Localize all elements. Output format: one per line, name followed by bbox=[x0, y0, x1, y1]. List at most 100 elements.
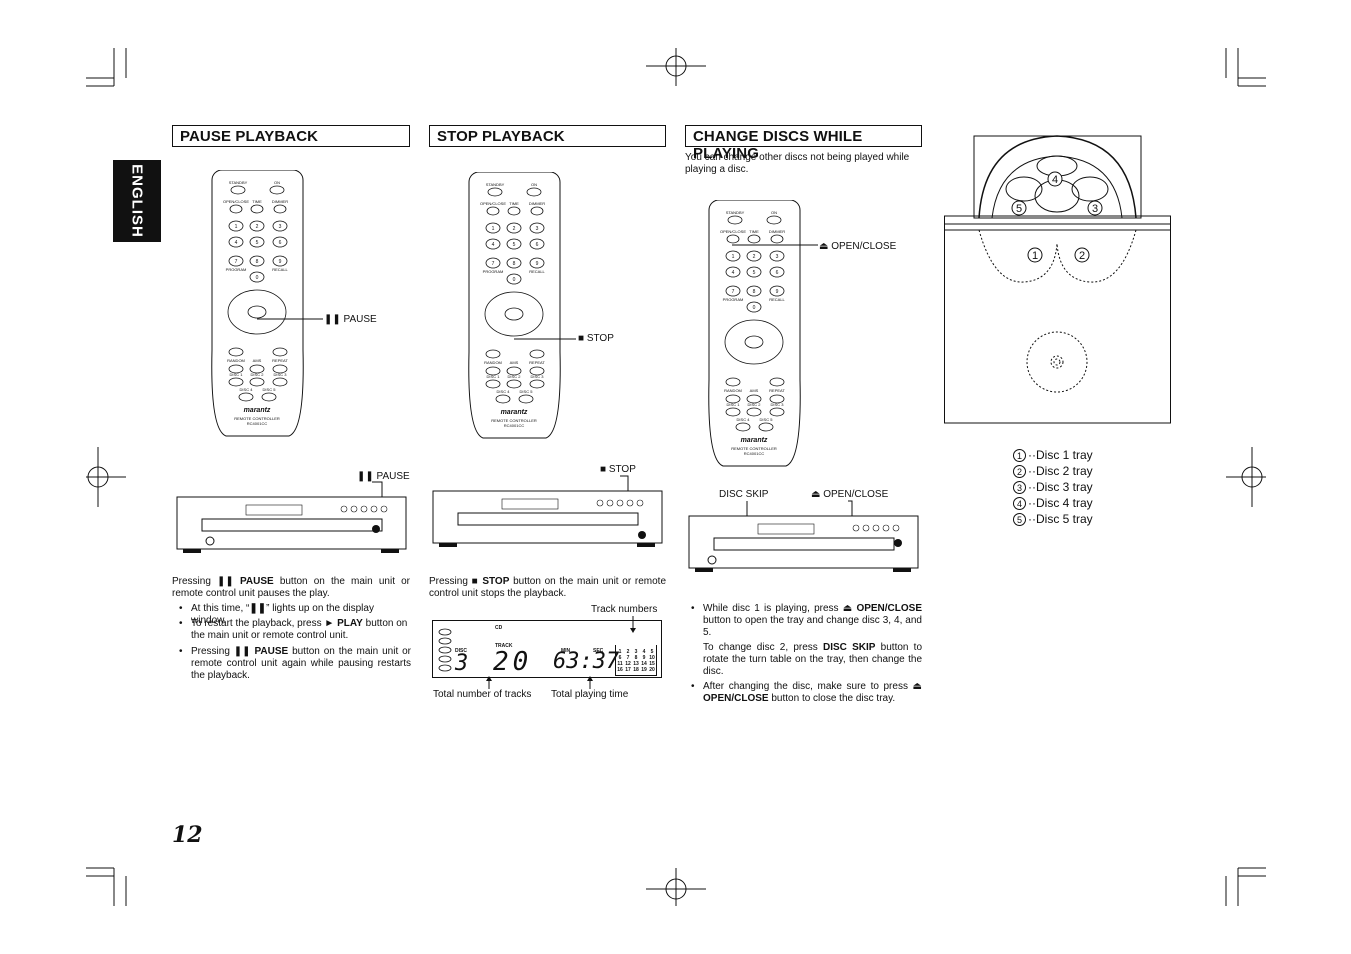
recall-label: RECALL bbox=[272, 267, 288, 272]
track-grid-number: 1 bbox=[618, 649, 622, 655]
svg-text:0: 0 bbox=[513, 277, 516, 283]
random-label: RANDOM bbox=[227, 358, 245, 363]
pause-bullet-3: •Pressing ❚❚ PAUSE button on the main un… bbox=[179, 646, 411, 681]
svg-text:DISC 5: DISC 5 bbox=[760, 417, 774, 422]
svg-text:3: 3 bbox=[1092, 203, 1098, 215]
track-grid-number: 16 bbox=[617, 667, 623, 673]
language-tab-label: ENGLISH bbox=[128, 164, 146, 238]
svg-text:marantz: marantz bbox=[501, 409, 528, 416]
dimmer-label: DIMMER bbox=[272, 199, 288, 204]
stop-section-title: STOP PLAYBACK bbox=[437, 128, 565, 145]
svg-text:1: 1 bbox=[1032, 250, 1038, 262]
svg-text:DISC 5: DISC 5 bbox=[520, 389, 534, 394]
svg-text:4: 4 bbox=[492, 242, 495, 248]
svg-text:PROGRAM: PROGRAM bbox=[723, 297, 744, 302]
pause-unit-callout: ❚❚ PAUSE bbox=[357, 471, 410, 482]
track-grid-number: 8 bbox=[634, 655, 638, 661]
tray-marker-4: 4 bbox=[1047, 171, 1063, 187]
disc2-label: DISC 2 bbox=[251, 372, 265, 377]
track-grid-number: 7 bbox=[626, 655, 630, 661]
tray-marker-2: 2 bbox=[1074, 247, 1090, 263]
open-close-label: OPEN/CLOSE bbox=[223, 199, 249, 204]
model-line2: RC4001CC bbox=[247, 421, 268, 426]
pause-icon: ❚❚ bbox=[357, 471, 377, 482]
disc3-label: DISC 3 bbox=[274, 372, 288, 377]
standby-label: STANDBY bbox=[229, 180, 248, 185]
svg-text:OPEN/CLOSE: OPEN/CLOSE bbox=[720, 229, 746, 234]
svg-text:OPEN/CLOSE: OPEN/CLOSE bbox=[480, 201, 506, 206]
repeat-label: REPEAT bbox=[272, 358, 288, 363]
tray-marker-5: 5 bbox=[1011, 200, 1027, 216]
key-6: 6 bbox=[279, 240, 282, 246]
track-grid-number: 14 bbox=[641, 661, 647, 667]
key-4: 4 bbox=[235, 240, 238, 246]
pause-icon: ❚❚ bbox=[233, 646, 251, 657]
svg-text:RC4001CC: RC4001CC bbox=[504, 423, 525, 428]
svg-text:2: 2 bbox=[513, 226, 516, 232]
svg-text:DIMMER: DIMMER bbox=[769, 229, 785, 234]
svg-text:DISC 4: DISC 4 bbox=[737, 417, 751, 422]
track-grid-number: 4 bbox=[642, 649, 646, 655]
svg-text:9: 9 bbox=[776, 289, 779, 295]
pause-remote-callout-line bbox=[257, 318, 323, 320]
on-label: ON bbox=[274, 180, 280, 185]
remote-control-pause: STANDBY ON OPEN/CLOSE TIME DIMMER PROGRA… bbox=[210, 170, 305, 440]
svg-text:ON: ON bbox=[531, 182, 537, 187]
svg-text:REMOTE CONTROLLER: REMOTE CONTROLLER bbox=[731, 446, 777, 451]
key-5: 5 bbox=[256, 240, 259, 246]
eject-icon: ⏏ bbox=[811, 489, 824, 500]
remote-drawing: STANDBY ON OPEN/CLOSE TIME DIMMER PROGRA… bbox=[211, 170, 304, 437]
model-line1: REMOTE CONTROLLER bbox=[234, 416, 280, 421]
svg-text:PROGRAM: PROGRAM bbox=[483, 269, 504, 274]
pause-section-header: PAUSE PLAYBACK bbox=[172, 125, 410, 147]
track-grid-number: 2 bbox=[626, 649, 630, 655]
stop-icon: ■ bbox=[600, 464, 609, 475]
eject-icon: ⏏ bbox=[912, 681, 922, 692]
tray-legend-item-1: 1··Disc 1 tray bbox=[1013, 447, 1093, 463]
track-numbers-label: Track numbers bbox=[591, 604, 658, 615]
svg-text:6: 6 bbox=[536, 242, 539, 248]
svg-text:RECALL: RECALL bbox=[769, 297, 785, 302]
svg-text:5: 5 bbox=[1016, 203, 1022, 215]
svg-text:REPEAT: REPEAT bbox=[769, 388, 785, 393]
change-bullet-1: •While disc 1 is playing, press ⏏ OPEN/C… bbox=[691, 603, 923, 638]
pause-body: Pressing ❚❚ PAUSE button on the main uni… bbox=[172, 576, 410, 599]
disc-skip-callout: DISC SKIP bbox=[719, 489, 769, 500]
svg-text:1: 1 bbox=[492, 226, 495, 232]
tray-legend-item-2: 2··Disc 2 tray bbox=[1013, 463, 1093, 479]
eject-icon: ⏏ bbox=[819, 241, 832, 252]
tray-marker-3: 3 bbox=[1087, 200, 1103, 216]
display-track-digits: 20 bbox=[493, 647, 533, 677]
svg-text:STANDBY: STANDBY bbox=[486, 182, 505, 187]
svg-text:0: 0 bbox=[753, 305, 756, 311]
track-numbers-arrow bbox=[630, 616, 636, 633]
track-grid-number: 10 bbox=[649, 655, 655, 661]
svg-text:DISC 2: DISC 2 bbox=[508, 374, 522, 379]
track-grid-number: 20 bbox=[649, 667, 655, 673]
pause-remote-callout: ❚❚ PAUSE bbox=[324, 314, 377, 325]
svg-text:DISC 3: DISC 3 bbox=[771, 402, 785, 407]
key-9: 9 bbox=[279, 259, 282, 265]
svg-text:STANDBY: STANDBY bbox=[726, 210, 745, 215]
svg-text:RANDOM: RANDOM bbox=[724, 388, 742, 393]
svg-text:RECALL: RECALL bbox=[529, 269, 545, 274]
tray-legend-item-4: 4··Disc 4 tray bbox=[1013, 495, 1093, 511]
key-0: 0 bbox=[256, 275, 259, 281]
tray-drawing: 4 5 3 1 2 bbox=[944, 135, 1171, 424]
display-disc: DISC bbox=[455, 648, 467, 654]
svg-text:5: 5 bbox=[513, 242, 516, 248]
svg-text:8: 8 bbox=[513, 261, 516, 267]
program-label: PROGRAM bbox=[226, 267, 247, 272]
open-close-remote-callout: ⏏ OPEN/CLOSE bbox=[819, 241, 897, 252]
ams-label: AMS bbox=[253, 358, 262, 363]
track-grid-number: 15 bbox=[649, 661, 655, 667]
svg-text:5: 5 bbox=[753, 270, 756, 276]
svg-text:3: 3 bbox=[536, 226, 539, 232]
tray-legend-item-3: 3··Disc 3 tray bbox=[1013, 479, 1093, 495]
language-tab: ENGLISH bbox=[113, 160, 161, 242]
total-time-label: Total playing time bbox=[551, 689, 629, 700]
key-3: 3 bbox=[279, 224, 282, 230]
